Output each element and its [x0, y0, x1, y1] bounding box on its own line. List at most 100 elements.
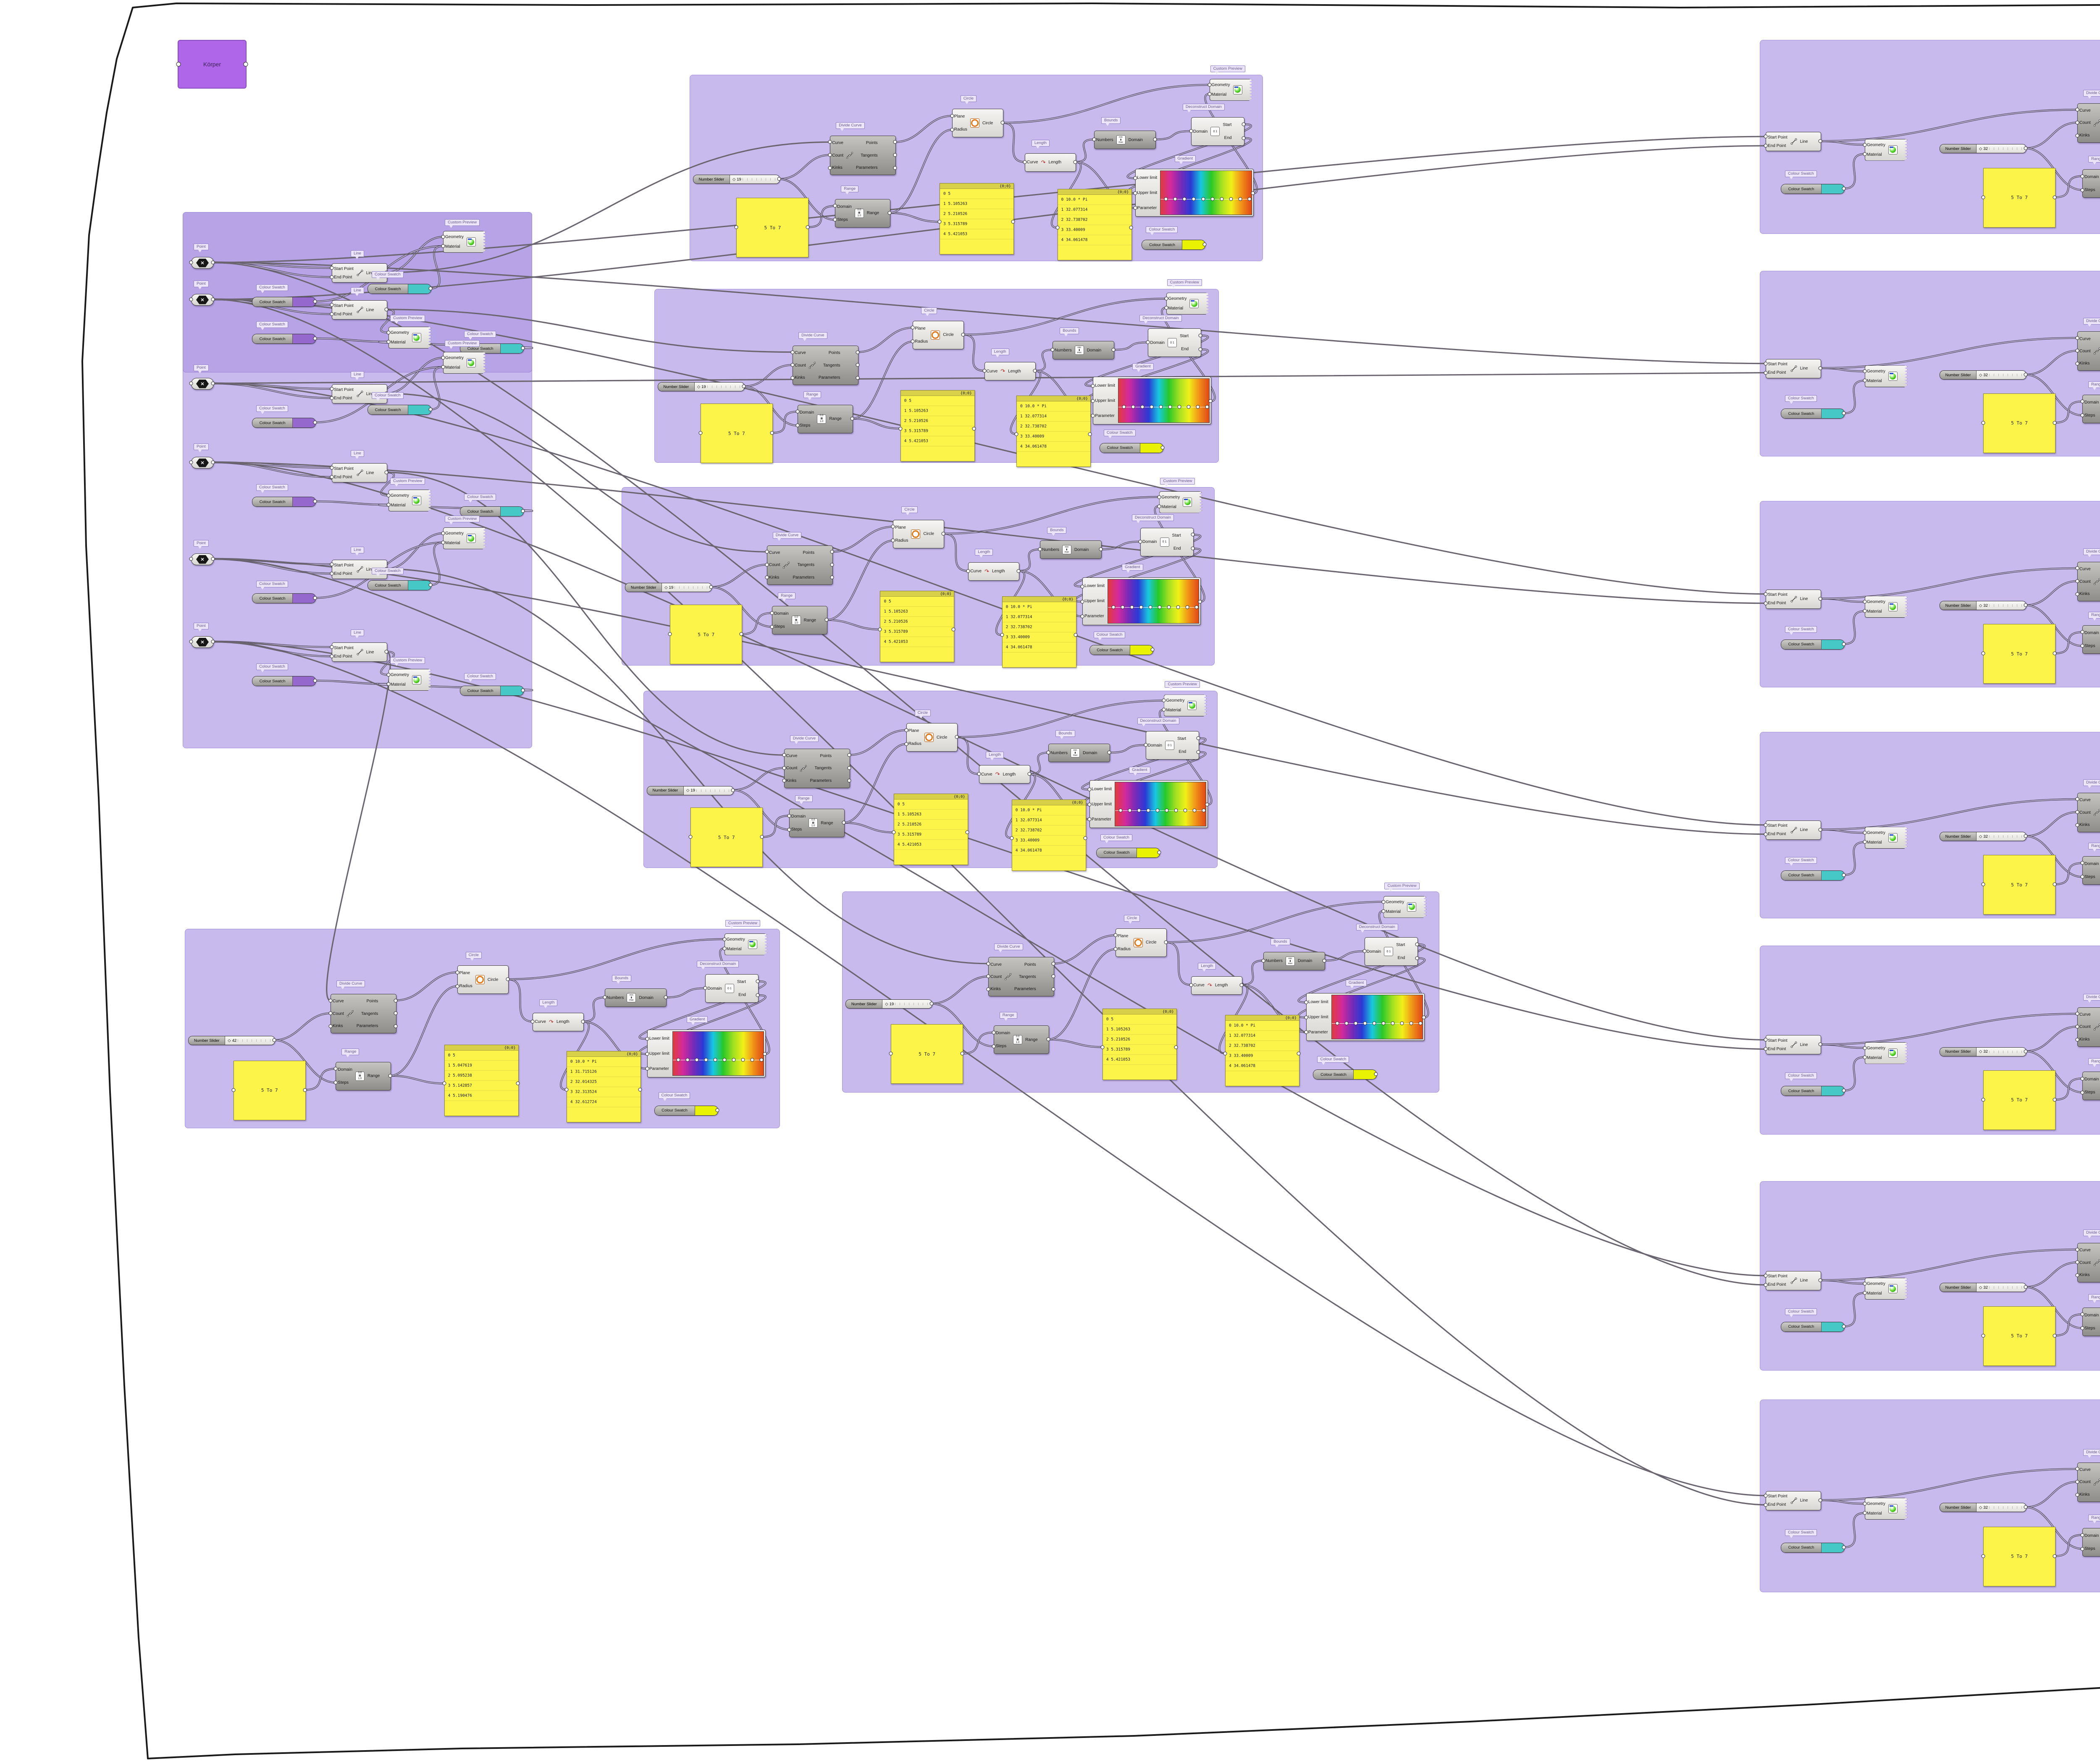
port-grip[interactable] — [1144, 743, 1148, 747]
port-grip[interactable] — [891, 524, 895, 529]
port-grip[interactable] — [830, 563, 834, 567]
port-grip[interactable] — [2075, 1012, 2079, 1016]
gradient-grip[interactable] — [1173, 197, 1177, 201]
port-grip[interactable] — [2075, 362, 2079, 366]
port-grip[interactable] — [330, 266, 334, 270]
port-grip[interactable] — [638, 1088, 642, 1092]
port-grip[interactable] — [1818, 828, 1822, 832]
port-grip[interactable] — [1764, 601, 1768, 605]
port-grip[interactable] — [1818, 366, 1822, 370]
colour-swatch-color[interactable] — [1137, 848, 1160, 857]
port-grip[interactable] — [1863, 369, 1867, 373]
port-grip[interactable] — [1051, 962, 1055, 966]
port-grip[interactable] — [1080, 614, 1084, 619]
point-param[interactable]: ✕ — [191, 553, 214, 565]
port-grip[interactable] — [833, 204, 837, 208]
colour-swatch-color[interactable] — [1822, 1322, 1844, 1332]
port-grip[interactable] — [313, 420, 317, 425]
port-grip[interactable] — [703, 986, 707, 990]
port-grip[interactable] — [1261, 959, 1265, 963]
number-slider-rail[interactable] — [1989, 604, 2024, 607]
text-panel[interactable]: 5 To 7 — [1983, 393, 2055, 453]
port-grip[interactable] — [1842, 1545, 1846, 1549]
port-grip[interactable] — [603, 995, 607, 999]
port-grip[interactable] — [1138, 540, 1142, 544]
port-grip[interactable] — [2075, 107, 2079, 112]
port-grip[interactable] — [1023, 160, 1027, 164]
port-grip[interactable] — [2080, 1547, 2084, 1551]
colour-swatch-component[interactable]: Colour Swatch — [1781, 1086, 1845, 1096]
port-grip[interactable] — [765, 550, 769, 554]
port-grip[interactable] — [842, 820, 846, 825]
port-grip[interactable] — [2053, 1554, 2057, 1558]
port-grip[interactable] — [1842, 186, 1846, 191]
port-grip[interactable] — [1818, 1278, 1822, 1282]
port-grip[interactable] — [787, 814, 791, 818]
port-grip[interactable] — [1422, 1015, 1426, 1020]
port-grip[interactable] — [1863, 1502, 1867, 1506]
port-grip[interactable] — [734, 225, 738, 229]
port-grip[interactable] — [1842, 642, 1846, 646]
number-slider-value[interactable]: ◇19 — [683, 786, 733, 795]
port-grip[interactable] — [645, 1067, 649, 1071]
number-slider[interactable]: Number Slider◇32 — [1940, 832, 2026, 841]
port-grip[interactable] — [790, 376, 795, 380]
number-slider-value[interactable]: ◇32 — [1977, 1283, 2026, 1292]
port-grip[interactable] — [2080, 630, 2084, 634]
colour-swatch-component[interactable]: Colour Swatch — [460, 506, 524, 516]
port-grip[interactable] — [1011, 220, 1015, 224]
port-grip[interactable] — [856, 363, 860, 367]
gradient-grip[interactable] — [1167, 605, 1171, 609]
port-grip[interactable] — [1842, 1088, 1846, 1093]
port-grip[interactable] — [830, 550, 834, 554]
port-grip[interactable] — [564, 1088, 569, 1092]
port-grip[interactable] — [1027, 772, 1032, 776]
colour-swatch-color[interactable] — [293, 497, 315, 506]
gradient-grip[interactable] — [1159, 405, 1163, 409]
port-grip[interactable] — [428, 583, 433, 587]
port-grip[interactable] — [1764, 1283, 1768, 1287]
colour-swatch-component[interactable]: Colour Swatch — [1096, 847, 1160, 858]
port-grip[interactable] — [1174, 1045, 1178, 1049]
port-grip[interactable] — [668, 632, 672, 636]
colour-swatch-component[interactable]: Colour Swatch — [460, 686, 524, 696]
port-grip[interactable] — [760, 835, 764, 839]
port-grip[interactable] — [782, 753, 786, 757]
port-grip[interactable] — [1764, 144, 1768, 148]
port-grip[interactable] — [1842, 411, 1846, 415]
port-grip[interactable] — [330, 466, 334, 470]
port-grip[interactable] — [664, 995, 668, 999]
port-grip[interactable] — [330, 562, 334, 566]
port-grip[interactable] — [878, 627, 882, 632]
port-grip[interactable] — [1863, 152, 1867, 156]
text-panel[interactable]: 5 To 7 — [1983, 1070, 2055, 1130]
port-grip[interactable] — [1818, 1498, 1822, 1502]
port-grip[interactable] — [1863, 1046, 1867, 1050]
port-grip[interactable] — [1415, 956, 1419, 960]
number-slider[interactable]: Number Slider◇19 — [646, 786, 734, 795]
port-grip[interactable] — [828, 166, 832, 170]
port-grip[interactable] — [898, 427, 903, 431]
port-grip[interactable] — [1362, 949, 1367, 953]
port-grip[interactable] — [1164, 296, 1168, 301]
number-slider[interactable]: Number Slider◇19 — [625, 583, 712, 592]
text-panel[interactable]: 5 To 7 — [891, 1024, 963, 1084]
port-grip[interactable] — [386, 503, 391, 507]
port-grip[interactable] — [2053, 1334, 2057, 1338]
number-slider-rail[interactable] — [707, 385, 742, 388]
